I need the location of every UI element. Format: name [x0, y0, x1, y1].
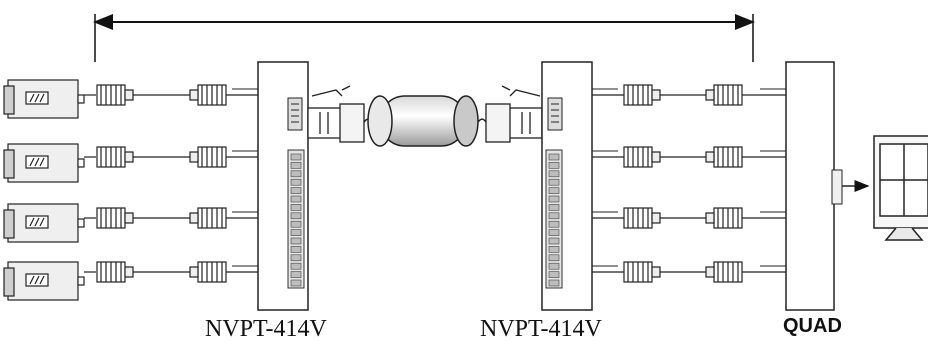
bnc-plug: [189, 146, 227, 168]
terminal-screw: [548, 178, 560, 186]
monitor-icon: [873, 135, 928, 241]
bnc-plug: [189, 84, 227, 106]
terminal-screw: [548, 212, 560, 220]
bnc-plug: [623, 146, 661, 168]
rj45-plug-icon: [307, 85, 365, 143]
bnc-plug: [623, 84, 661, 106]
bnc-plug: [96, 261, 134, 283]
terminal-screw: [290, 262, 302, 270]
terminal-screw: [290, 229, 302, 236]
terminal-screw: [548, 254, 560, 262]
terminal-screw: [290, 204, 302, 211]
transceiver-hub-icon: [257, 61, 309, 311]
bnc-plug: [189, 207, 227, 229]
left-hub-label: NVPT-414V: [205, 316, 327, 342]
terminal-screw: [290, 237, 302, 245]
terminal-screw: [548, 195, 560, 203]
bnc-plug: [96, 146, 134, 168]
terminal-screw: [290, 162, 302, 169]
quad-processor-icon: [785, 61, 870, 311]
terminal-screw: [290, 178, 302, 186]
distance-arrow-icon: [93, 14, 755, 62]
terminal-screw: [548, 271, 560, 278]
bnc-plug: [96, 84, 134, 106]
terminal-screw: [290, 153, 302, 161]
terminal-screw: [290, 271, 302, 278]
bnc-connector-icon: [84, 84, 258, 283]
terminal-screw: [548, 153, 560, 161]
terminal-screw: [290, 246, 302, 253]
terminal-screw: [290, 220, 302, 228]
terminal-screw: [548, 237, 560, 245]
quad-label: QUAD: [783, 315, 842, 337]
terminal-screw: [548, 170, 560, 178]
camera-icon: [3, 79, 85, 301]
terminal-screw: [290, 170, 302, 178]
right-hub-label: NVPT-414V: [480, 316, 602, 342]
terminal-screw: [290, 212, 302, 220]
bnc-plug: [705, 146, 743, 168]
terminal-screw: [548, 220, 560, 228]
cable-icon: [363, 95, 495, 147]
terminal-screw: [290, 279, 302, 287]
bnc-plug: [705, 84, 743, 106]
bnc-plug: [96, 207, 134, 229]
terminal-screw: [290, 254, 302, 262]
bnc-connector-icon: [592, 84, 786, 283]
terminal-screw: [548, 262, 560, 270]
terminal-screw: [548, 229, 560, 236]
bnc-plug: [623, 261, 661, 283]
bnc-plug: [189, 261, 227, 283]
bnc-plug: [705, 207, 743, 229]
terminal-screw: [548, 187, 560, 194]
rj45-plug-icon: [485, 85, 543, 143]
terminal-screw: [290, 187, 302, 194]
bnc-plug: [705, 261, 743, 283]
terminal-screw: [548, 279, 560, 287]
terminal-screw: [548, 204, 560, 211]
transceiver-hub-icon: [541, 61, 593, 311]
bnc-plug: [623, 207, 661, 229]
terminal-screw: [548, 162, 560, 169]
terminal-screw: [290, 195, 302, 203]
terminal-screw: [548, 246, 560, 253]
